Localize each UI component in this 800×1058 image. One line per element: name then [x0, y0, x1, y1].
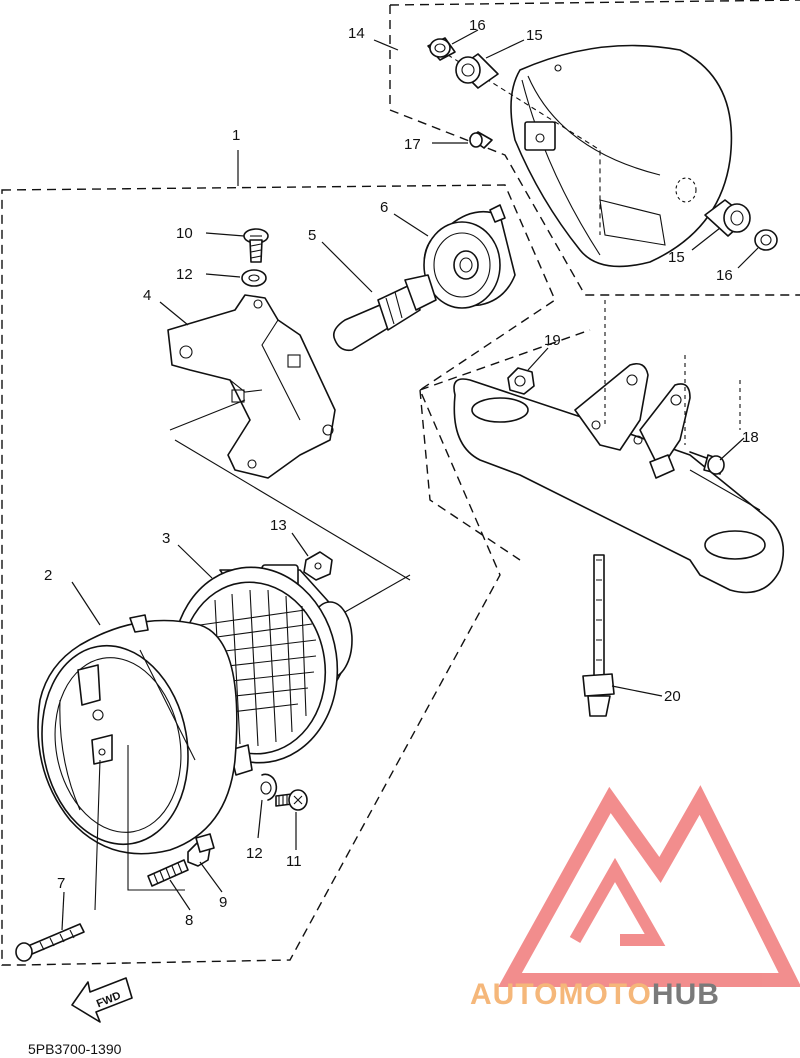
screw-11 — [275, 789, 308, 811]
callout-10: 10 — [176, 225, 193, 242]
headlight-rim-2 — [37, 614, 238, 911]
headlight-unit-3 — [171, 564, 411, 776]
callout-18: 18 — [742, 429, 759, 446]
adjusting-screw-7 — [15, 923, 85, 962]
collar-15-top — [455, 53, 499, 89]
callout-15-top: 15 — [526, 27, 543, 44]
callout-6: 6 — [380, 199, 388, 216]
callout-17: 17 — [404, 136, 421, 153]
watermark-text-part2: HUB — [652, 978, 720, 1011]
collar-15-right — [704, 199, 751, 237]
bolt-17 — [469, 131, 493, 149]
callout-12-top: 12 — [176, 266, 193, 283]
forward-direction-arrow: FWD — [71, 977, 133, 1023]
cable-tie-20 — [582, 554, 615, 717]
assembly-14-boundary — [389, 0, 800, 296]
callout-2: 2 — [44, 567, 52, 584]
callout-9: 9 — [219, 894, 227, 911]
grommet-16-top — [427, 37, 456, 61]
nut-19 — [507, 367, 535, 395]
bracket-boundary — [419, 329, 591, 561]
headlight-stay-bracket — [453, 300, 785, 594]
bolt-18 — [689, 451, 725, 475]
spring-8 — [147, 859, 189, 887]
callout-1: 1 — [232, 127, 240, 144]
callout-11: 11 — [286, 853, 302, 870]
watermark-text: AUTOMOTOHUB — [470, 978, 720, 1011]
headlight-shell — [439, 44, 733, 268]
watermark-logo — [498, 785, 800, 987]
screw-10 — [243, 228, 269, 263]
drawing-code: 5PB3700-1390 — [28, 1041, 122, 1057]
callout-20: 20 — [664, 688, 681, 705]
washer-12-top — [241, 269, 267, 287]
callout-14: 14 — [348, 25, 365, 42]
callout-12-lower: 12 — [246, 845, 263, 862]
washer-12-lower — [260, 773, 278, 801]
callout-19: 19 — [544, 332, 561, 349]
callout-5: 5 — [308, 227, 316, 244]
callout-13: 13 — [270, 517, 287, 534]
nut-9 — [187, 833, 215, 867]
callout-4: 4 — [143, 287, 151, 304]
callout-8: 8 — [185, 912, 193, 929]
bracket-4 — [167, 294, 411, 581]
callout-15-right: 15 — [668, 249, 685, 266]
bulb-5 — [332, 274, 437, 352]
callout-3: 3 — [162, 530, 170, 547]
watermark-text-part1: AUTOMOTO — [470, 978, 652, 1011]
callout-labels: 1 2 3 4 5 6 7 8 9 10 11 12 12 13 14 15 1… — [44, 17, 759, 929]
grommet-16-right — [754, 229, 778, 251]
callout-7: 7 — [57, 875, 65, 892]
callout-16-top: 16 — [469, 17, 486, 34]
assembly-1-boundary — [1, 184, 556, 966]
nut-13 — [303, 551, 333, 581]
leader-lines — [61, 29, 759, 931]
callout-16-right: 16 — [716, 267, 733, 284]
socket-cover-6 — [423, 204, 516, 309]
